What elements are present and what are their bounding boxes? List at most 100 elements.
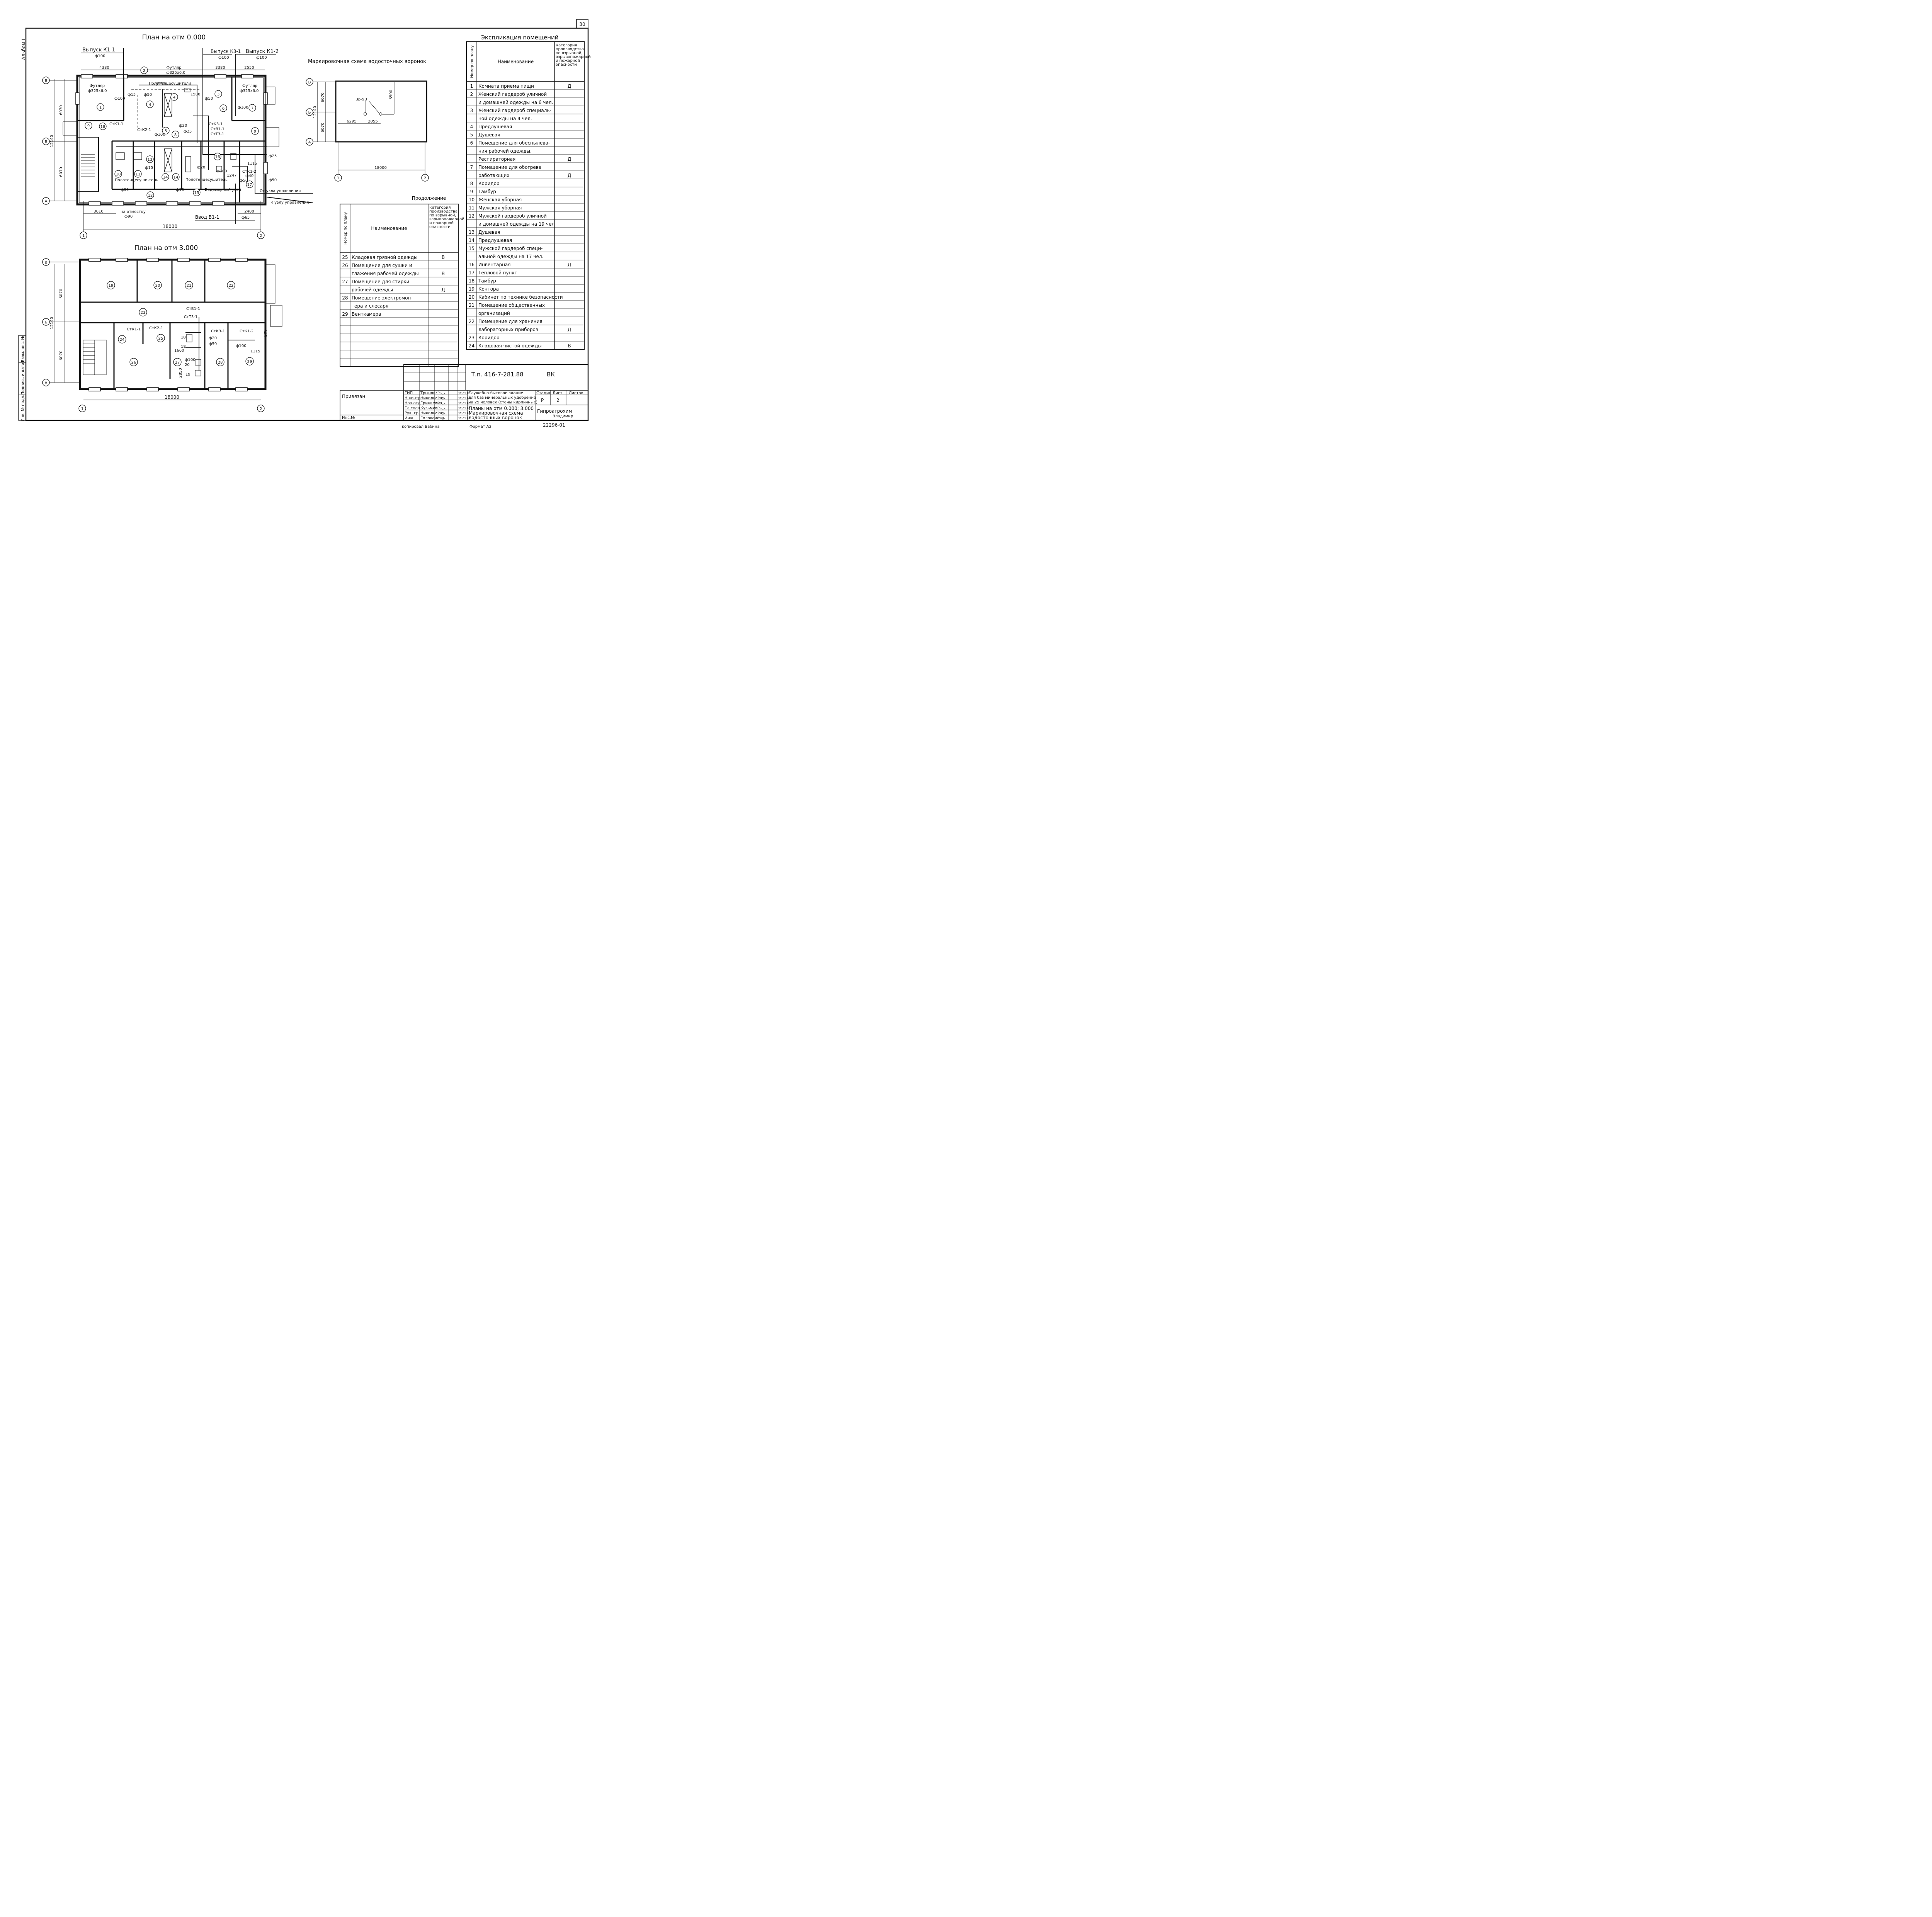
explication-cell-number: 1 [470,83,473,89]
plan1-room-number: 4 [149,103,151,107]
sheet-value: 2 [556,398,560,403]
staff-role: Гл.спец. [405,406,422,410]
funnel-point-2 [379,112,382,116]
plan1-room-number: 8 [174,133,177,137]
sheet-number: 30 [579,22,585,27]
explication-cell-name: Помещение общественных [478,303,545,308]
plan2-n18b: 18 [181,345,186,349]
plan2-dim-12140: 12140 [50,317,54,329]
continuation-cell-category: В [442,255,445,260]
plan1-room-number: 14 [173,175,179,180]
dia-50d: ф50 [269,178,277,182]
plan1-room-circle [146,155,154,163]
plan1-room-number: 17 [247,183,252,187]
sheet-title-1: Планы на отм 0.000; 3.000 [469,406,534,411]
explication-cell-name: Тамбур [478,189,496,194]
explication-cell-name: Душевая [478,132,500,138]
side-stamp-replace: Взам. инв. № [21,336,25,362]
dia-40: ф40 [245,174,253,178]
plan2-room-circle [185,281,193,289]
plan1-room-number: 4 [173,95,175,100]
axis-a: А [45,199,48,204]
funnel-dim-6070a: 6070 [321,92,325,102]
plan1-stair [63,121,99,192]
plan2-interior-walls [80,260,265,389]
continuation-cell-category: Д [441,287,445,293]
explication-cell-category: В [568,343,571,349]
plan1-room-circle [248,104,256,112]
album-label: Альбом I [21,39,26,60]
explication-cell-name: Тепловой пункт [478,270,517,276]
futlyar-left: Футляр [90,84,105,88]
explication-cell-number: 5 [470,132,473,138]
inv-label: Инв.№ [342,416,355,420]
explication-cell-name: Помещение для хранения [478,319,543,324]
explication-cell-category: Д [568,83,571,89]
plan2-riser-stt3-1: СтТ3-1 [184,315,197,319]
plan1-room-circle [172,173,180,181]
dim-3380: 3380 [215,66,225,70]
plan2-dim-1115: 1115 [250,349,260,354]
plan1-room-circle [134,170,142,178]
dia-15b: ф15 [145,166,153,170]
funnel-dim-18000: 18000 [374,166,387,170]
dia-100a: ф100 [114,97,125,101]
staff-date: 12.01.88 [458,407,470,410]
plan1-room-number: 11 [136,172,141,177]
dia-90: ф90 [121,188,129,192]
explication-cell-number: 20 [469,294,474,300]
funnel-axis-b: Б [308,111,311,115]
staff-date: 12.01.88 [458,412,470,415]
plan2-axis-1: 1 [81,407,83,411]
format-label: Формат А2 [469,425,492,429]
plan2-axis-bubbles [42,258,265,412]
continuation-cell-number: 28 [342,295,348,301]
plan1-room-circle [172,131,179,138]
explication-cell-number: 17 [469,270,474,276]
plan1-room-circle [219,104,227,112]
staff-signature [435,391,446,395]
staff-name: Трынов [420,391,435,395]
plan2-total-width: 18000 [165,395,179,400]
plan1-title: План на отм 0.000 [142,34,206,41]
plan2-n18a: 18 [181,335,186,340]
dim-6070-top: 6070 [59,105,63,115]
plan2-room-circle [227,281,235,289]
continuation-header-name: Наименование [371,226,407,231]
dia-50c: ф50 [240,179,248,183]
riser-stv1-1: СтВ1-1 [211,127,224,131]
continuation-cell-number: 25 [342,255,348,260]
explication-cell-name: Душевая [478,230,500,235]
num-1115: 1115 [247,162,257,166]
continuation-cell-name: Помещение для сушки и [352,263,412,268]
plan1-axis-bubbles [42,77,265,239]
plan2-room-circle [153,281,162,289]
explication-cell-name: организаций [478,311,510,316]
plan1-room-number: 10 [116,172,121,177]
explication-cell-number: 2 [470,92,473,97]
explication-cell-name: и домашней одежды на 19 чел [478,221,554,227]
plan1-room-number: 3 [217,92,219,97]
funnel-label: Вр-9В [355,97,367,102]
explication-cell-name: Мужской гардероб специ- [478,246,543,251]
plan1-room-number: 18 [100,125,105,129]
plan2-d20: ф20 [209,336,217,340]
plan2-title: План на отм 3.000 [134,244,198,252]
explication-cell-number: 19 [469,286,474,292]
plan1-total-width: 18000 [163,224,177,229]
explication-cell-name: Предлушевая [478,238,512,243]
privyazan-label: Привязан [342,394,365,399]
side-stamp-inv: Инв. № подл. [21,395,25,422]
plan1-room-number: 13 [148,158,153,162]
plan2-riser-stk1-2: СтК1-2 [240,329,253,333]
staff-signature [435,396,446,400]
side-stamp-sign: Подпись и дата [21,363,25,395]
riser-stt3-1: СтТ3-1 [211,132,224,136]
outlet-k1-1-dia: ф100 [95,54,105,58]
outlet-k3-1: Выпуск К3-1 [211,49,241,54]
na-otmostku: на отмостку [121,210,146,214]
stage-value: Р [541,398,544,403]
plan2-axis-v: В [45,260,48,265]
